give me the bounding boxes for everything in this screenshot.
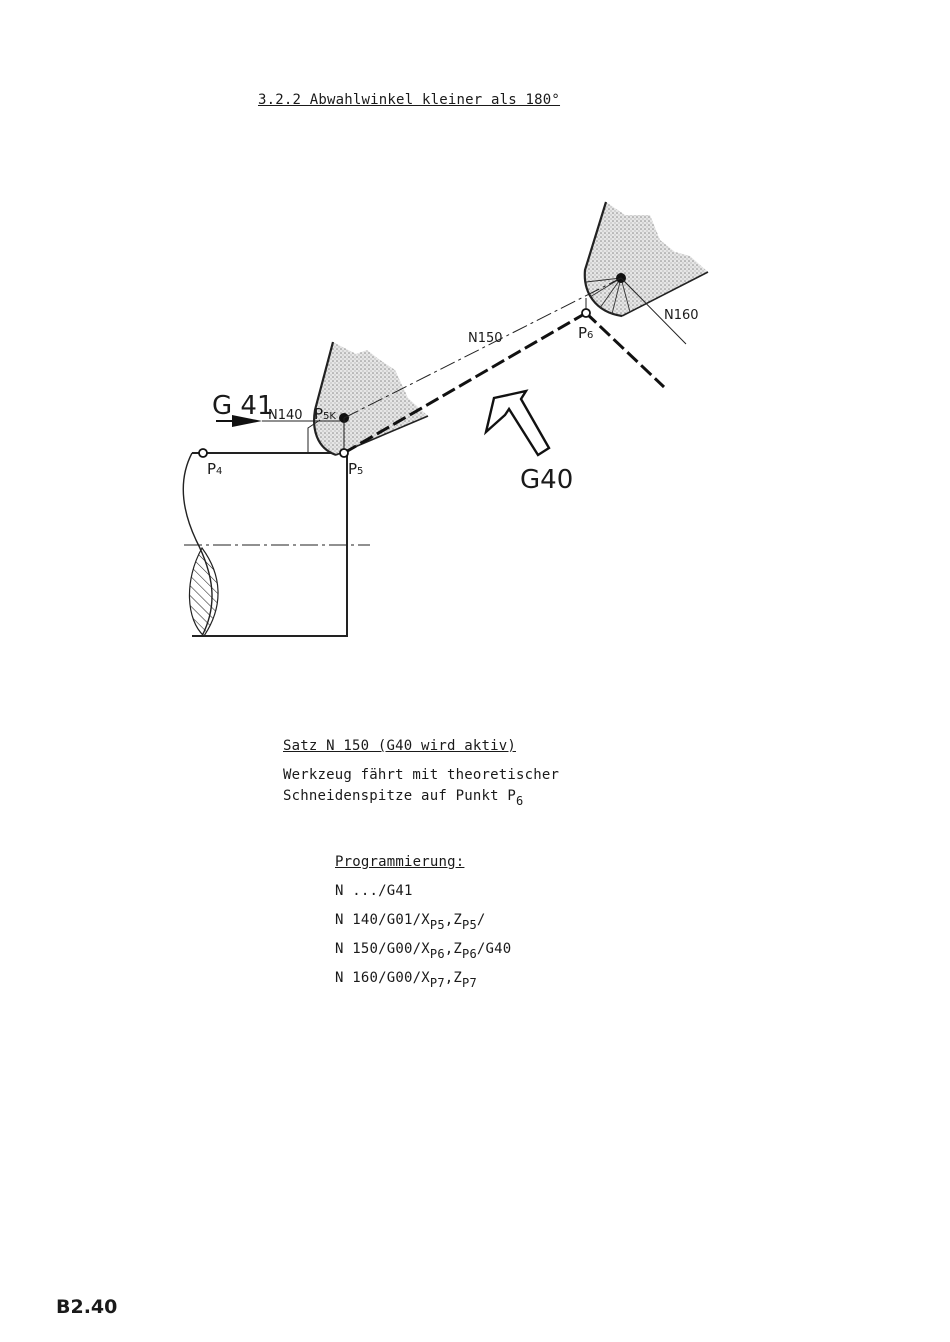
block-description: Satz N 150 (G40 wird aktiv) Werkzeug fäh… [283,736,559,807]
tool-path-diagram: G 41 G40 N140 N150 N160 P4 P5 P5K P6 [182,201,709,637]
n140-label: N140 [268,408,303,423]
page-number: B2.40 [56,1296,118,1318]
tool-tip-path-n160 [584,311,666,389]
g41-label: G 41 [212,391,274,421]
program-line-1: N .../G41 [335,883,413,899]
section-heading: 3.2.2 Abwahlwinkel kleiner als 180° [258,92,561,108]
n150-label: N150 [468,331,503,346]
n160-leader [620,277,687,345]
programming-title: Programmierung: [335,854,465,870]
point-p6-marker [581,308,591,318]
n160-label: N160 [664,308,699,323]
description-line-1: Werkzeug fährt mit theoretischer [283,767,560,783]
cutting-tool-p6 [583,201,709,318]
program-line-2: N 140/G01/XP5,ZP5/ [335,912,486,932]
workpiece [182,452,370,637]
program-line-3: N 150/G00/XP6,ZP6/G40 [335,941,512,961]
point-p4-marker [198,448,208,458]
p6-label: P6 [578,324,593,342]
p5-label: P5 [348,460,363,478]
point-p5-marker [339,448,349,458]
p4-label: P4 [207,460,222,478]
center-path-line [343,277,622,419]
tool-tip-path-n150 [343,311,587,455]
p5k-label: P5K [314,405,336,423]
programming-block: Programmierung: N .../G41 N 140/G01/XP5,… [335,848,511,993]
program-line-4: N 160/G00/XP7,ZP7 [335,970,477,990]
description-line-2: Schneidenspitze auf Punkt P6 [283,788,524,808]
block-title: Satz N 150 (G40 wird aktiv) [283,738,516,754]
g41-direction-arrow [216,415,262,427]
g40-label: G40 [520,465,573,495]
g40-direction-arrow [483,389,551,457]
